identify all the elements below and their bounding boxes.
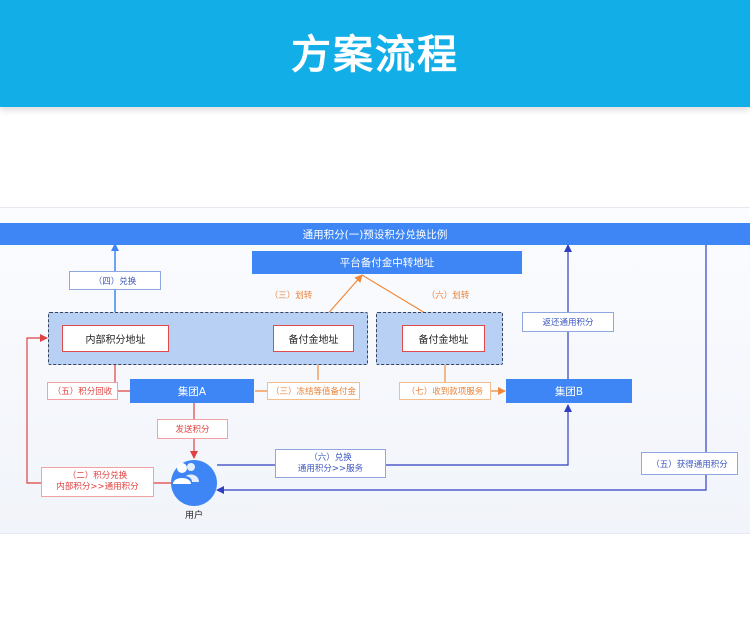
top-bar-preset-ratio: 通用积分(一)预设积分兑换比例: [0, 223, 750, 245]
user-icon: [171, 460, 217, 506]
process-diagram: 通用积分(一)预设积分兑换比例 平台备付金中转地址 内部积分地址 备付金地址 备…: [0, 207, 750, 534]
arrow-exchange-6: [217, 404, 572, 466]
label-exchange-6-line2: 通用积分>>服务: [297, 463, 364, 474]
label-exchange-4: （四）兑换: [69, 271, 161, 290]
label-return-points: 返还通用积分: [522, 312, 614, 332]
group-a: 集团A: [130, 379, 254, 403]
label-exchange-6: （六）兑换 通用积分>>服务: [275, 449, 386, 478]
label-recover-points-5: （五）积分回收: [47, 382, 118, 400]
user-label: 用户: [184, 511, 203, 521]
label-redeem-points-2: （二）积分兑换 内部积分>>通用积分: [41, 467, 154, 497]
label-transfer-3: （三）划转: [269, 290, 313, 301]
group-b: 集团B: [506, 379, 632, 403]
label-exchange-6-line1: （六）兑换: [309, 452, 352, 463]
label-obtain-points-5: （五）获得通用积分: [641, 452, 738, 475]
label-send-points: 发送积分: [157, 419, 228, 439]
platform-transfer-address: 平台备付金中转地址: [252, 251, 522, 274]
label-receive-payment-7: （七）收到款项服务: [399, 382, 491, 400]
page-title: 方案流程: [291, 32, 459, 78]
arrow-obtain-points: [216, 245, 707, 494]
label-redeem-2-line1: （二）积分兑换: [67, 471, 128, 481]
header-banner: 方案流程: [0, 0, 750, 107]
reserve-address-b: 备付金地址: [402, 325, 485, 352]
label-freeze-reserve-3: （三）冻结等值备付金: [267, 382, 360, 400]
reserve-address-a: 备付金地址: [273, 325, 354, 352]
label-redeem-2-line2: 内部积分>>通用积分: [56, 482, 139, 492]
internal-points-address: 内部积分地址: [62, 325, 169, 352]
label-transfer-6: （六）划转: [426, 290, 470, 301]
